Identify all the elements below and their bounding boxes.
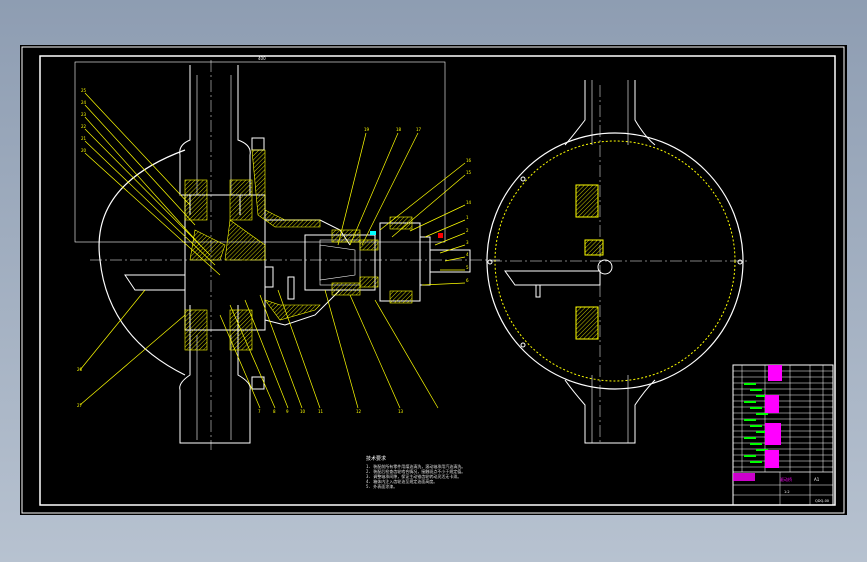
note-line: 4. 箱体内注入齿轮油至规定油面高度。 xyxy=(366,479,438,484)
note-line: 1. 装配前所有零件用煤油清洗，滚动轴承用汽油清洗。 xyxy=(366,464,466,469)
part-number-label: 13 xyxy=(398,409,404,414)
parts-list-entry xyxy=(744,383,756,385)
section-view-left xyxy=(74,60,500,450)
end-view-right xyxy=(486,80,750,445)
part-number-label: 9 xyxy=(286,409,289,414)
parts-list-entry xyxy=(756,413,768,415)
parts-list-entry xyxy=(756,449,768,451)
part-number-label: 5 xyxy=(466,265,469,270)
parts-list-entry xyxy=(750,461,762,463)
part-number-label: 8 xyxy=(273,409,276,414)
part-number-label: 12 xyxy=(356,409,362,414)
parts-list-entry xyxy=(750,425,762,427)
parts-list-entry xyxy=(744,455,756,457)
parts-list-entry xyxy=(744,401,756,403)
parts-list-entry xyxy=(744,437,756,439)
part-number-label: 20 xyxy=(81,148,87,153)
parts-list xyxy=(733,364,833,472)
part-number-label: 11 xyxy=(318,409,324,414)
part-number-label: 27 xyxy=(77,403,83,408)
note-line: 2. 装配后检查齿轮啮合情况，接触斑点不小于规定值。 xyxy=(366,469,466,474)
housing-left-arc xyxy=(98,149,186,376)
parts-list-entry xyxy=(750,389,762,391)
leaders-left-top xyxy=(84,92,221,276)
title-block xyxy=(732,364,834,506)
part-number-label: 10 xyxy=(300,409,306,414)
part-number-label: 7 xyxy=(258,409,261,414)
assembly-drawing: 2524232221201918171615141234562627789101… xyxy=(21,46,845,514)
part-number-label: 21 xyxy=(81,136,87,141)
leaders-right-side xyxy=(421,219,466,286)
part-number-label: 17 xyxy=(416,127,422,132)
part-number-label: 26 xyxy=(77,367,83,372)
part-number-label: 3 xyxy=(466,240,469,245)
note-line: 5. 外表面涂漆。 xyxy=(366,484,398,489)
magenta-block xyxy=(768,365,782,381)
section-hatching xyxy=(184,149,413,351)
parts-list-entry xyxy=(750,407,762,409)
red-mark xyxy=(438,233,443,238)
parts-list-entry xyxy=(756,395,768,397)
part-number-label: 18 xyxy=(396,127,402,132)
note-line: 3. 调整轴承间隙，保证主动锥齿轮转动灵活无卡滞。 xyxy=(366,474,462,479)
inner-frame xyxy=(39,55,836,506)
top-dimension-text: 400 xyxy=(258,56,266,61)
part-number-label: 19 xyxy=(364,127,370,132)
technical-notes: 技术要求 1. 装配前所有零件用煤油清洗，滚动轴承用汽油清洗。 2. 装配后检查… xyxy=(366,456,516,490)
notes-title: 技术要求 xyxy=(366,456,387,462)
part-number-label: 15 xyxy=(466,170,472,175)
part-number-label: 2 xyxy=(466,228,469,233)
parts-list-entry xyxy=(756,431,768,433)
drawing-number: QDQ-00 xyxy=(815,499,829,503)
outer-frame xyxy=(21,46,845,514)
part-number-label: 4 xyxy=(466,252,469,257)
part-number-label: 6 xyxy=(466,278,469,283)
sheet-size: A1 xyxy=(814,477,820,482)
drawing-name: 驱动桥 xyxy=(780,476,792,482)
leaders-left-bottom xyxy=(79,289,186,406)
part-number-label: 25 xyxy=(81,88,87,93)
part-number-label: 14 xyxy=(466,200,472,205)
part-number-label: 1 xyxy=(466,215,469,220)
part-number-label: 22 xyxy=(81,124,87,129)
cyan-mark xyxy=(370,231,376,235)
parts-list-entry xyxy=(744,419,756,421)
part-number-label: 24 xyxy=(81,100,87,105)
leaders-bottom xyxy=(219,289,439,409)
parts-list-entry xyxy=(750,443,762,445)
part-number-label: 23 xyxy=(81,112,87,117)
scale-text: 1:2 xyxy=(784,490,790,494)
part-number-label: 16 xyxy=(466,158,472,163)
leaders-right-top xyxy=(337,132,466,246)
